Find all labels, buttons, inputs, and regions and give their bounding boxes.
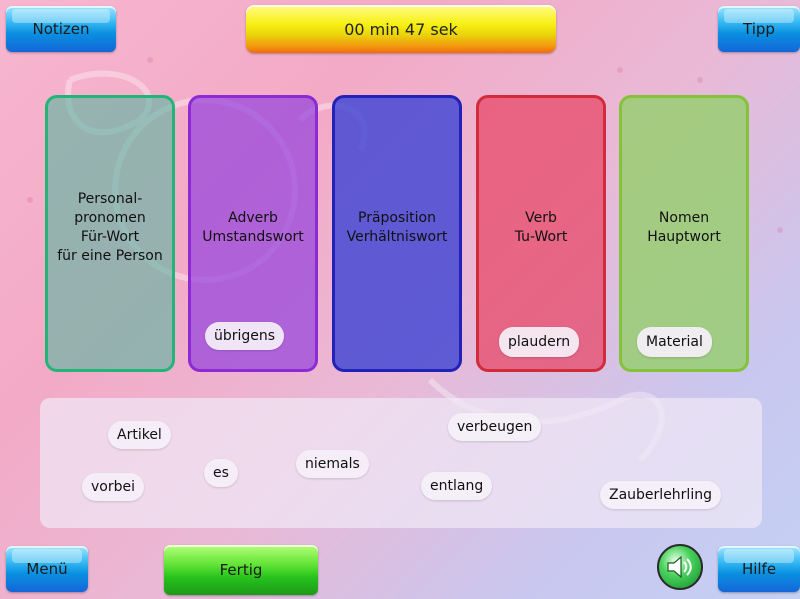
- hint-button[interactable]: Tipp: [718, 6, 800, 52]
- word-chip-verb[interactable]: plaudern: [499, 327, 580, 357]
- word-chip-nomen[interactable]: Material: [637, 327, 712, 357]
- category-praeposition[interactable]: Präposition Verhältniswort: [332, 95, 462, 372]
- category-label: Präposition Verhältniswort: [346, 209, 448, 245]
- category-personalpronomen[interactable]: Personal- pronomen Für-Wort für eine Per…: [45, 95, 175, 372]
- category-label: Adverb Umstandswort: [202, 209, 304, 245]
- category-label: Nomen Hauptwort: [647, 209, 721, 245]
- category-label: Personal- pronomen Für-Wort für eine Per…: [57, 190, 163, 264]
- menu-button[interactable]: Menü: [6, 546, 88, 592]
- help-button[interactable]: Hilfe: [718, 546, 800, 592]
- category-verb[interactable]: Verb Tu-Wort: [476, 95, 606, 372]
- done-button[interactable]: Fertig: [164, 545, 318, 595]
- speaker-icon[interactable]: [657, 544, 703, 590]
- word-chip-adverb[interactable]: übrigens: [205, 322, 285, 350]
- word-chip[interactable]: Artikel: [108, 421, 171, 449]
- timer-text: 00 min 47 sek: [344, 19, 458, 39]
- word-chip[interactable]: entlang: [421, 472, 493, 500]
- word-chip[interactable]: Zauberlehrling: [600, 481, 721, 509]
- category-nomen[interactable]: Nomen Hauptwort: [619, 95, 749, 372]
- word-chip[interactable]: es: [204, 459, 238, 487]
- word-chip[interactable]: vorbei: [82, 473, 144, 501]
- timer-display: 00 min 47 sek: [246, 5, 556, 53]
- category-label: Verb Tu-Wort: [514, 209, 568, 245]
- notes-button[interactable]: Notizen: [6, 6, 116, 52]
- speaker-glyph: [667, 555, 692, 579]
- word-chip[interactable]: verbeugen: [448, 413, 542, 441]
- word-chip[interactable]: niemals: [296, 450, 369, 478]
